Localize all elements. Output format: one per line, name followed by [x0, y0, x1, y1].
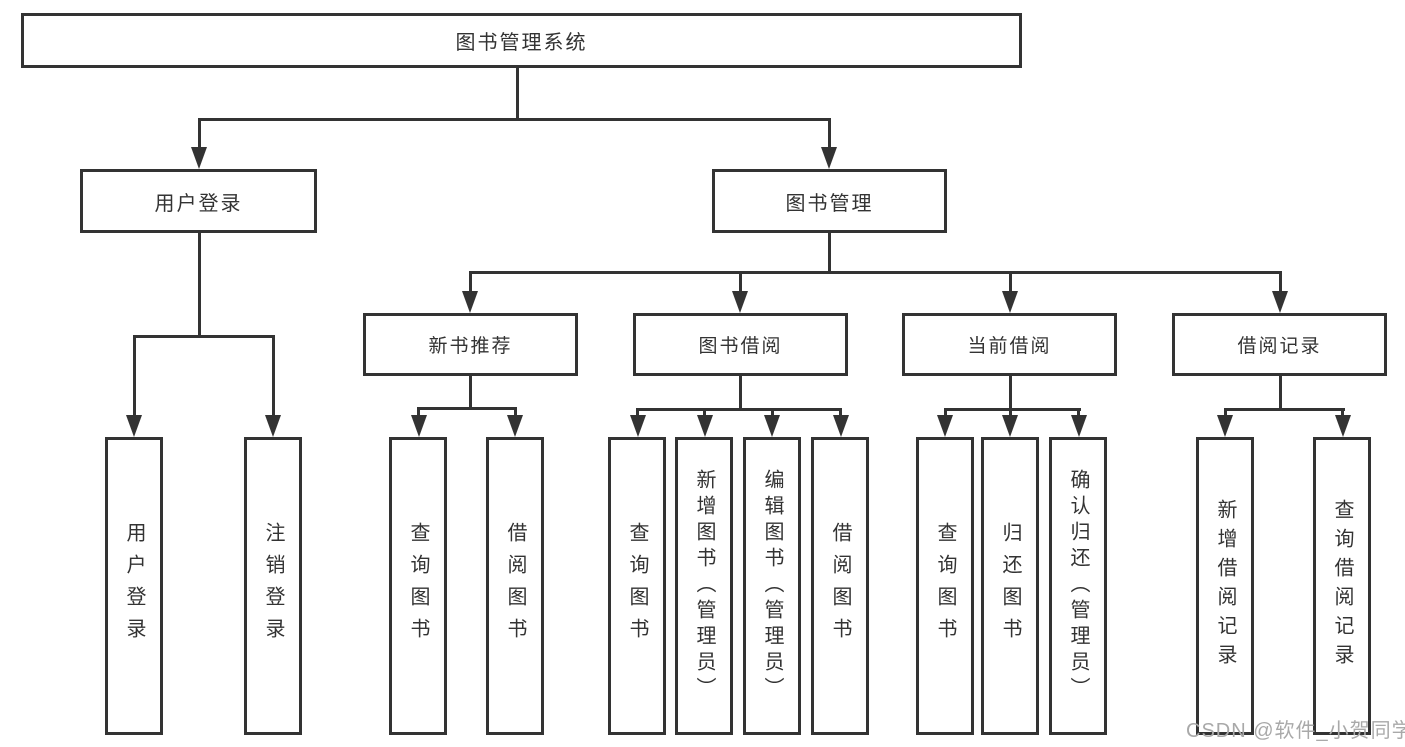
node-label: 当前借阅 [967, 336, 1052, 357]
arrow-down-icon [1217, 415, 1233, 437]
arrow-down-icon [1334, 415, 1351, 437]
arrow-down-icon [1002, 415, 1018, 437]
connector-line [1008, 376, 1012, 408]
node-label: 图书借阅 [698, 336, 783, 357]
connector-line [197, 233, 201, 335]
arrow-down-icon [1070, 415, 1087, 437]
connector-line [1077, 408, 1080, 419]
arrow-down-icon [764, 415, 780, 437]
connector-line [943, 408, 947, 419]
arrow-down-icon [1272, 291, 1288, 313]
watermark: CSDN @软件_小贺同学 [1186, 720, 1405, 742]
connector-line [636, 408, 639, 419]
connector-line [839, 408, 842, 419]
connector-line [197, 118, 201, 150]
connector-line [827, 233, 831, 271]
arrow-down-icon [265, 415, 281, 437]
arrow-down-icon [937, 415, 953, 437]
node-new-book-recommendation: 新书推荐 [363, 313, 578, 376]
connector-line [132, 335, 136, 417]
node-borrowing-records: 借阅记录 [1172, 313, 1387, 376]
leaf-borrow-books-recommend: 借阅图书 [486, 437, 544, 735]
arrow-down-icon [507, 415, 523, 437]
connector-line [738, 376, 742, 408]
connector-line [1008, 271, 1012, 293]
connector-line [1223, 408, 1227, 419]
leaf-add-books-admin: 新增图书（管理员） [675, 437, 733, 735]
connector-line [468, 271, 1282, 274]
leaf-return-books: 归还图书 [981, 437, 1039, 735]
connector-line [513, 407, 517, 419]
arrow-down-icon [462, 291, 478, 313]
node-label: 借阅图书 [829, 522, 851, 650]
leaf-query-borrow-record: 查询借阅记录 [1313, 437, 1371, 735]
arrow-down-icon [126, 415, 142, 437]
connector-line [468, 271, 472, 293]
arrow-down-icon [821, 147, 837, 169]
connector-line [132, 335, 275, 338]
arrow-down-icon [732, 291, 748, 313]
node-label: 借阅图书 [504, 522, 526, 650]
leaf-edit-books-admin: 编辑图书（管理员） [743, 437, 801, 735]
node-label: 图书管理 [785, 192, 874, 215]
node-label: 新增借阅记录 [1214, 499, 1236, 673]
node-label: 归还图书 [999, 522, 1021, 650]
connector-line [703, 408, 706, 419]
connector-line [1008, 408, 1012, 419]
connector-line [515, 68, 519, 118]
node-label: 查询图书 [934, 522, 956, 650]
leaf-confirm-return-admin: 确认归还（管理员） [1049, 437, 1107, 735]
node-book-management: 图书管理 [712, 169, 947, 233]
node-label: 用户登录 [123, 522, 145, 650]
leaf-query-books-current: 查询图书 [916, 437, 974, 735]
connector-line [417, 407, 517, 410]
node-label: 图书管理系统 [455, 32, 588, 54]
connector-line [468, 376, 472, 407]
node-label: 编辑图书（管理员） [761, 469, 783, 703]
connector-line [197, 118, 831, 121]
arrow-down-icon [832, 415, 849, 437]
node-label: 查询图书 [407, 522, 429, 650]
connector-line [770, 408, 774, 419]
node-label: 新增图书（管理员） [693, 469, 715, 703]
node-library-management-system: 图书管理系统 [21, 13, 1022, 68]
arrow-down-icon [410, 415, 427, 437]
leaf-add-borrow-record: 新增借阅记录 [1196, 437, 1254, 735]
node-label: 注销登录 [262, 522, 284, 650]
connector-line [417, 407, 420, 419]
leaf-query-books-recommend: 查询图书 [389, 437, 447, 735]
connector-line [1278, 376, 1282, 408]
arrow-down-icon [696, 415, 713, 437]
leaf-query-books-borrowing: 查询图书 [608, 437, 666, 735]
node-label: 用户登录 [154, 192, 243, 215]
node-label: 借阅记录 [1237, 336, 1322, 357]
connector-line [1223, 408, 1345, 411]
node-user-login: 用户登录 [80, 169, 317, 233]
connector-line [1341, 408, 1344, 419]
leaf-user-login: 用户登录 [105, 437, 163, 735]
leaf-logout: 注销登录 [244, 437, 302, 735]
connector-line [1278, 271, 1282, 293]
node-current-borrowing: 当前借阅 [902, 313, 1117, 376]
node-label: 新书推荐 [428, 336, 513, 357]
node-label: 查询借阅记录 [1331, 499, 1353, 673]
arrow-down-icon [1002, 291, 1018, 313]
node-label: 查询图书 [626, 522, 648, 650]
connector-line [636, 408, 842, 411]
node-label: 确认归还（管理员） [1067, 469, 1089, 703]
arrow-down-icon [629, 415, 646, 437]
leaf-borrow-books: 借阅图书 [811, 437, 869, 735]
arrow-down-icon [191, 147, 207, 169]
connector-line [827, 118, 831, 150]
connector-line [738, 271, 742, 293]
connector-line [271, 335, 275, 417]
node-book-borrowing: 图书借阅 [633, 313, 848, 376]
connector-line [943, 408, 1081, 411]
